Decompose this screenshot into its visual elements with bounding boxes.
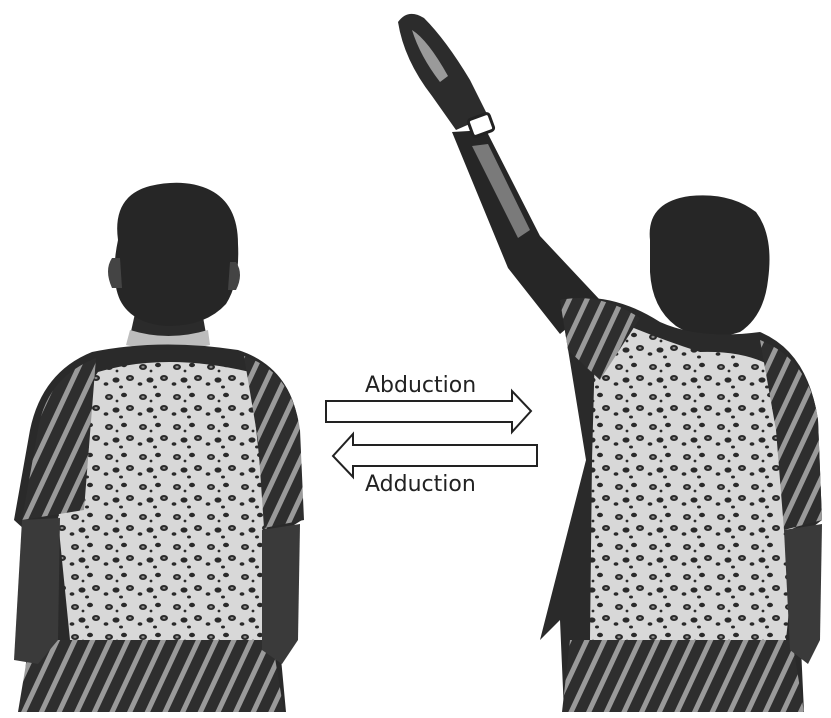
adduction-label: Adduction — [365, 472, 476, 497]
abduction-label: Abduction — [365, 373, 476, 398]
shoulder-sleeve-2 — [560, 298, 640, 380]
right-arm — [262, 524, 300, 664]
right-arrow-icon — [325, 388, 533, 435]
adduction-arrow: Adduction — [331, 431, 538, 497]
ear-right — [228, 262, 240, 290]
sleeve-2 — [760, 340, 822, 530]
head — [114, 182, 239, 326]
person-arm-lowered — [14, 182, 304, 712]
left-arm — [14, 518, 60, 664]
person-arm-raised — [398, 13, 822, 712]
hand-highlight — [412, 30, 448, 82]
left-sleeve — [22, 358, 96, 520]
left-arrow-icon — [331, 431, 538, 480]
raised-arm-highlight — [472, 144, 530, 238]
shirt-hem — [18, 640, 284, 712]
head-2 — [649, 195, 770, 337]
shirt-hem-2 — [562, 640, 804, 712]
shirt-pattern — [58, 362, 268, 640]
shirt-pattern-2 — [590, 312, 796, 640]
lowered-arm-2 — [784, 524, 822, 664]
abduction-arrow: Abduction — [325, 373, 533, 435]
right-sleeve — [244, 356, 304, 528]
watch-icon — [466, 112, 496, 138]
ear-left — [108, 258, 122, 288]
